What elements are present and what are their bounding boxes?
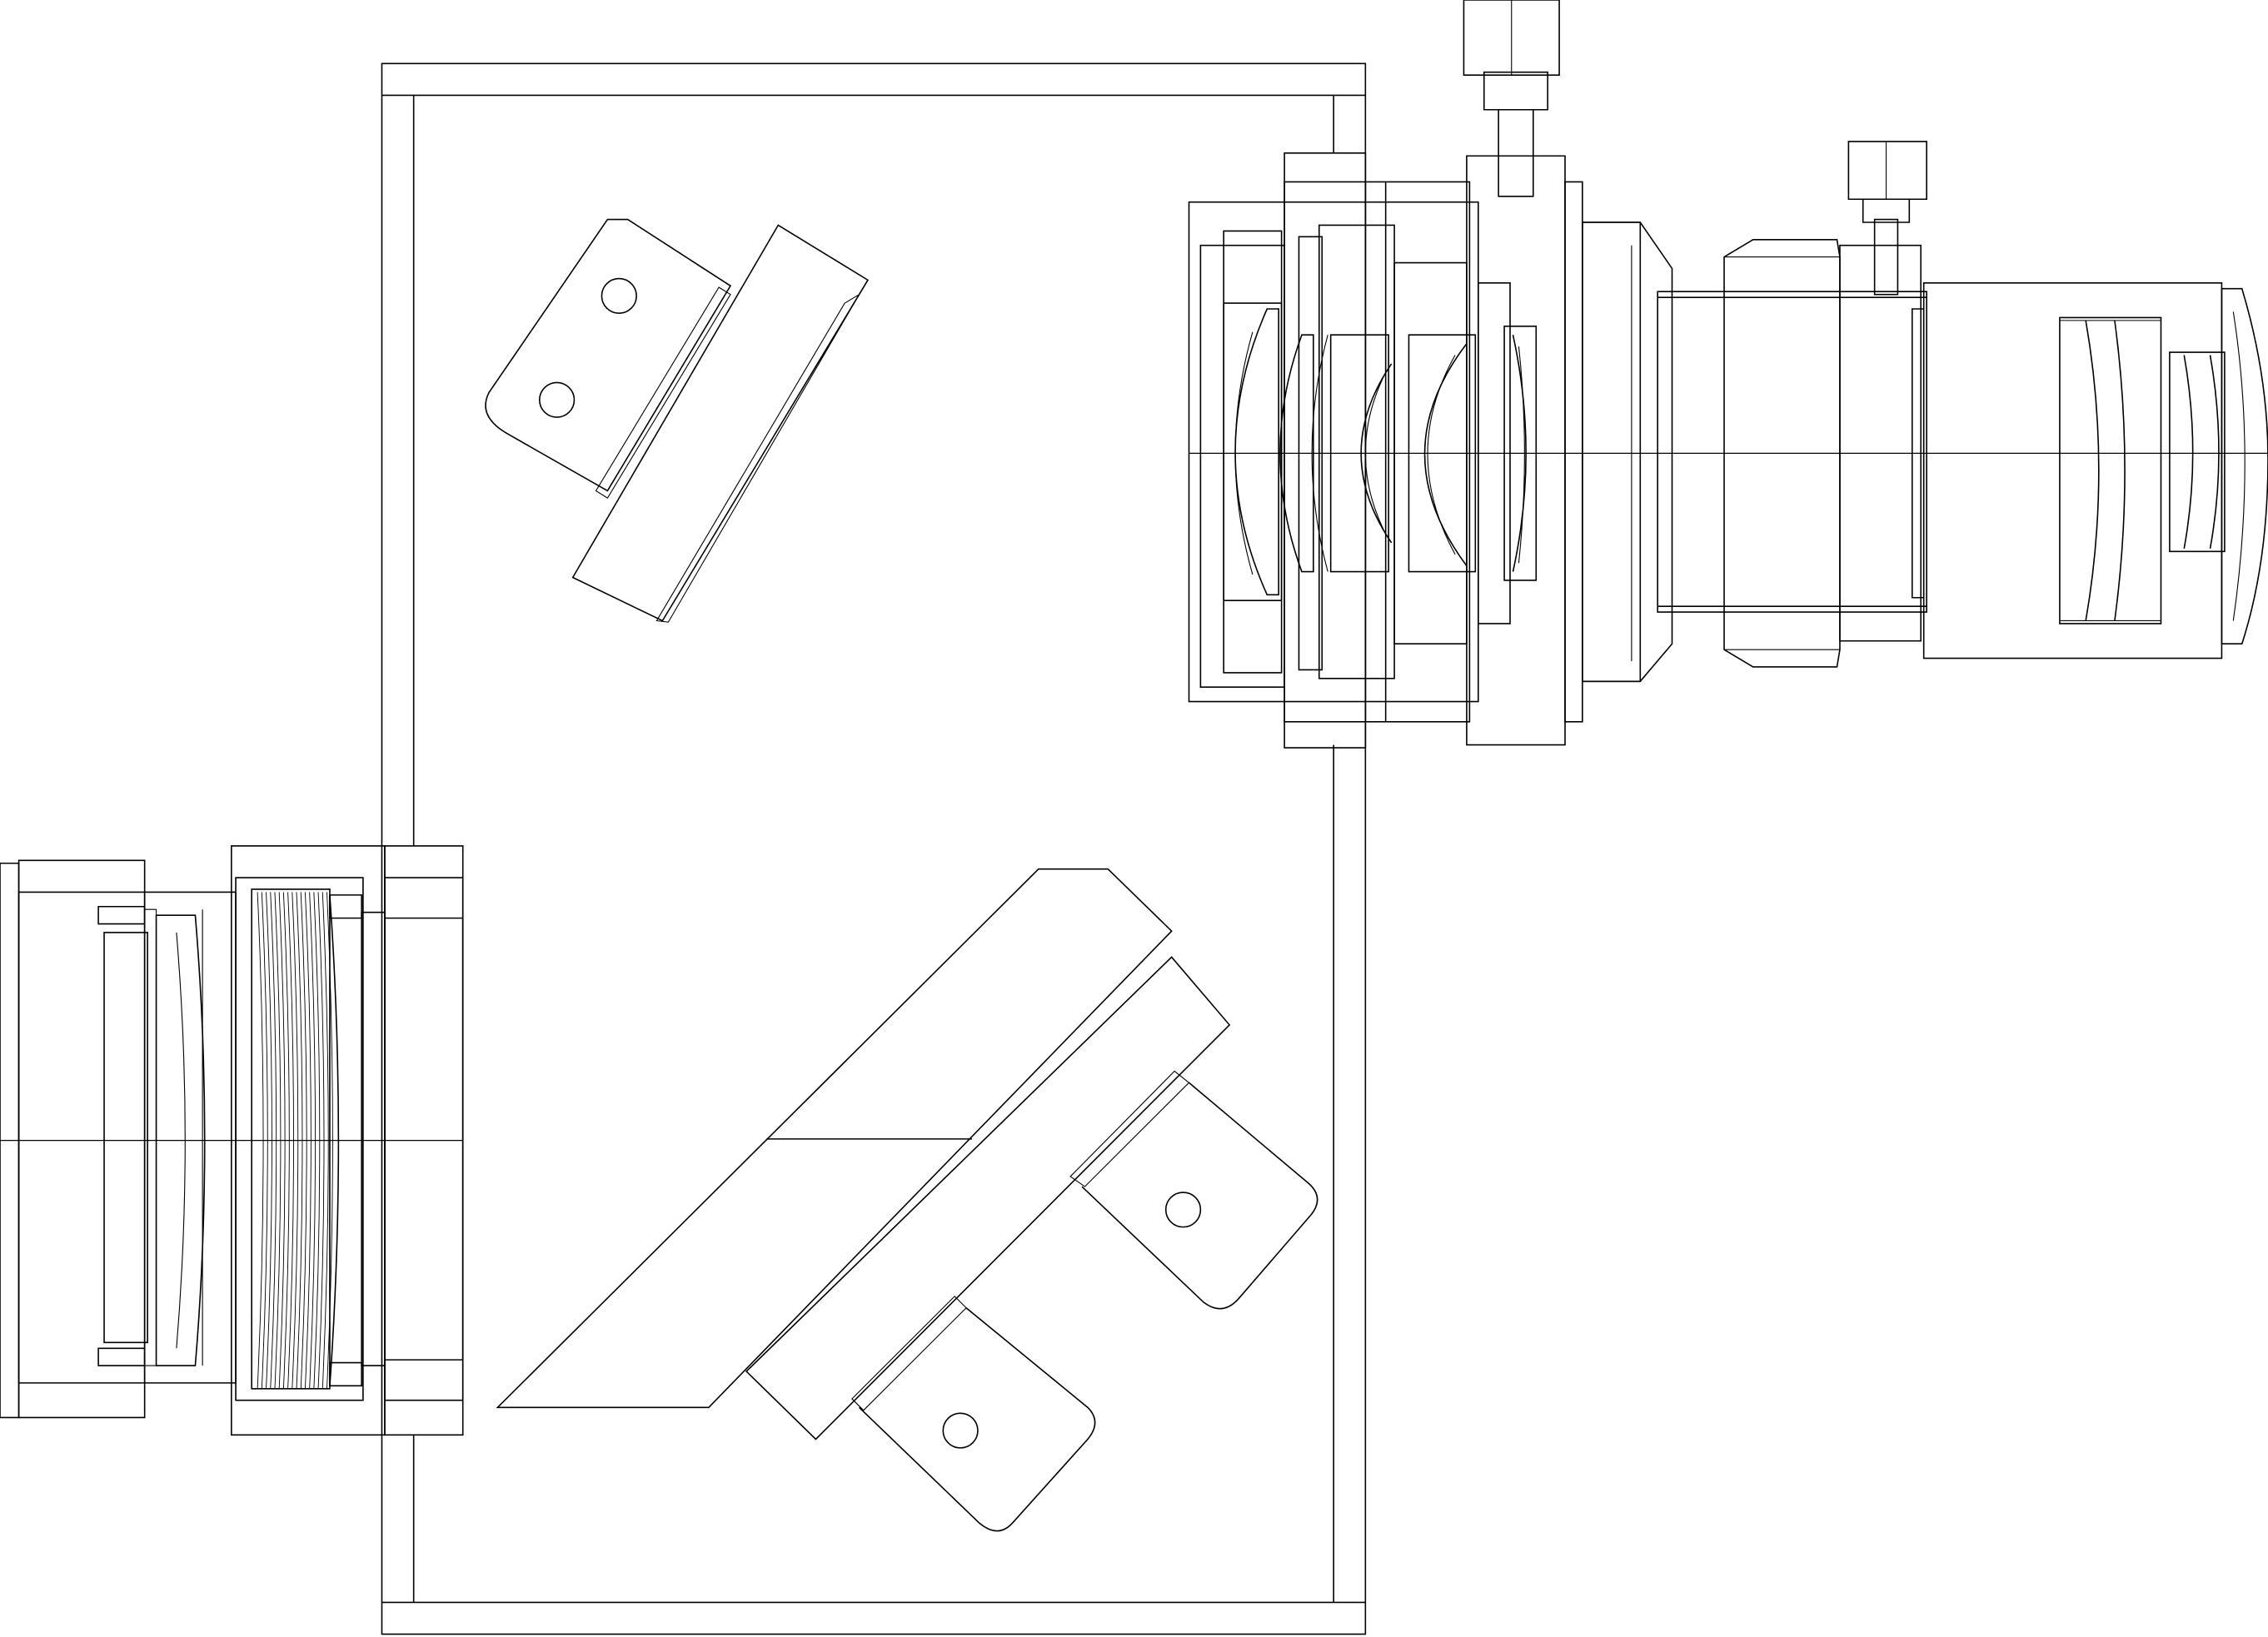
mount-hole xyxy=(601,279,636,314)
right-lens-barrel xyxy=(1189,0,2268,748)
upper-mirror-mount xyxy=(486,220,868,623)
mount-hole xyxy=(540,382,575,417)
left-lens-barrel xyxy=(0,846,463,1435)
housing-frame xyxy=(381,63,1365,1634)
mount-hole xyxy=(1166,1192,1201,1227)
mount-hole xyxy=(943,1413,978,1448)
lower-mirror-assembly xyxy=(497,869,1317,1531)
